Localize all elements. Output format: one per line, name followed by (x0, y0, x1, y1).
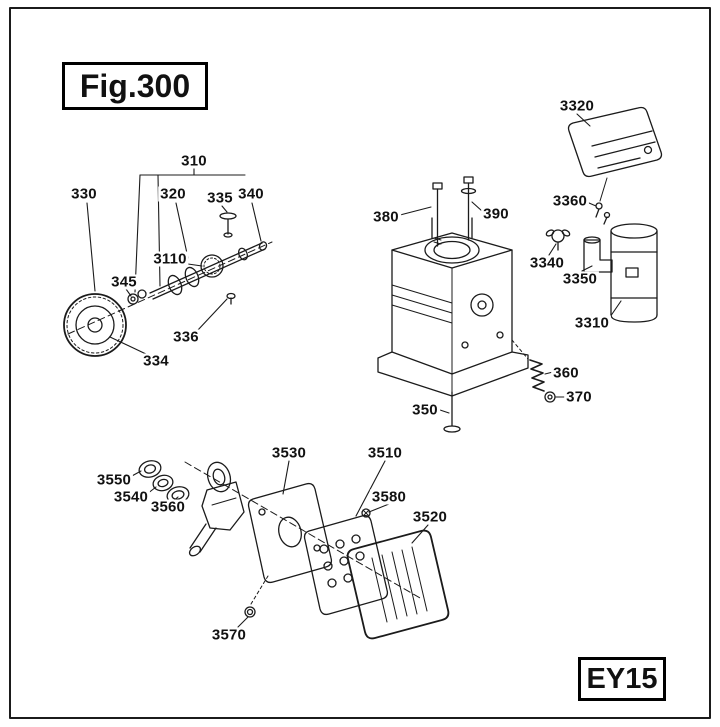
part-label-3110: 3110 (151, 250, 189, 268)
part-label-350: 350 (410, 401, 440, 419)
part-label-330: 330 (69, 185, 99, 203)
part-label-3540: 3540 (111, 488, 151, 506)
part-label-310: 310 (179, 152, 209, 170)
part-label-335: 335 (205, 189, 235, 207)
part-label-3520: 3520 (410, 508, 450, 526)
part-label-380: 380 (371, 208, 401, 226)
part-label-3310: 3310 (572, 314, 612, 332)
figure-number-box: Fig.300 (62, 62, 208, 110)
part-label-336: 336 (171, 328, 201, 346)
part-label-340: 340 (236, 185, 266, 203)
crankcase-assembly-drawing (377, 106, 663, 433)
part-label-3570: 3570 (209, 626, 249, 644)
model-code-box: EY15 (578, 657, 666, 701)
muffler-leader-lines (129, 460, 429, 628)
camshaft-assembly-drawing (63, 212, 273, 357)
part-label-390: 390 (481, 205, 511, 223)
part-label-370: 370 (564, 388, 594, 406)
part-label-320: 320 (158, 185, 188, 203)
camshaft-leader-lines (86, 167, 262, 355)
part-label-3320: 3320 (557, 97, 597, 115)
part-label-3510: 3510 (365, 444, 405, 462)
part-label-3350: 3350 (560, 270, 600, 288)
part-label-3340: 3340 (527, 254, 567, 272)
part-label-3560: 3560 (148, 498, 188, 516)
figure-number: Fig.300 (79, 68, 191, 104)
part-label-3580: 3580 (369, 488, 409, 506)
part-label-334: 334 (141, 352, 171, 370)
part-label-360: 360 (551, 364, 581, 382)
part-label-3550: 3550 (94, 471, 134, 489)
part-label-3360: 3360 (550, 192, 590, 210)
page-border (9, 7, 711, 719)
muffler-assembly-drawing (138, 460, 450, 640)
crankcase-leader-lines (399, 113, 622, 414)
part-label-3530: 3530 (269, 444, 309, 462)
part-label-345: 345 (109, 273, 139, 291)
model-code: EY15 (586, 662, 658, 695)
